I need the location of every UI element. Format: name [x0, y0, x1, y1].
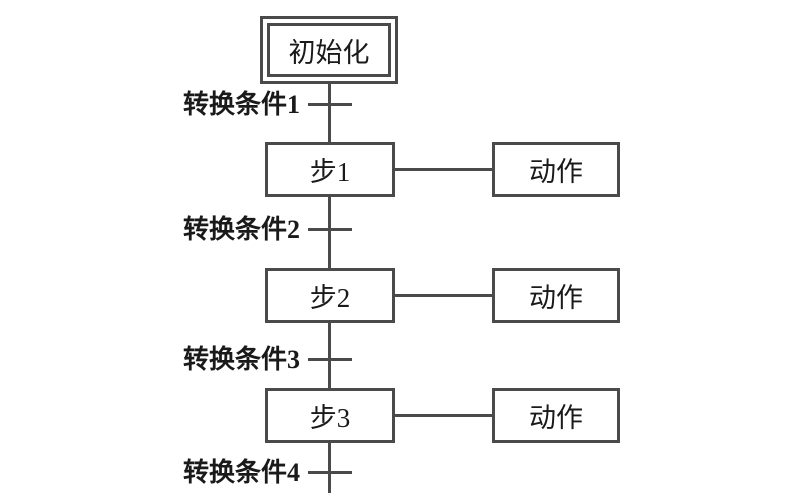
step-label: 步1 — [309, 157, 351, 187]
transition-tick-4 — [308, 471, 352, 474]
transition-label-2: 转换条件2 — [182, 215, 300, 244]
transition-tick-2 — [308, 228, 352, 231]
step-label: 步2 — [309, 283, 351, 313]
action-box-3: 动作 — [492, 388, 620, 443]
action-label: 动作 — [529, 157, 583, 187]
action-label: 动作 — [529, 403, 583, 433]
step-box-2: 步2 — [265, 268, 395, 323]
transition-label-3: 转换条件3 — [182, 345, 300, 374]
connector-line-2 — [395, 294, 492, 297]
init-step-box: 初始化 — [260, 16, 398, 84]
transition-tick-1 — [308, 103, 352, 106]
transition-label-4: 转换条件4 — [182, 458, 300, 487]
connector-line-3 — [395, 414, 492, 417]
action-box-2: 动作 — [492, 268, 620, 323]
step-label: 步3 — [309, 403, 351, 433]
step-box-1: 步1 — [265, 142, 395, 197]
action-box-1: 动作 — [492, 142, 620, 197]
transition-tick-3 — [308, 358, 352, 361]
step-box-3: 步3 — [265, 388, 395, 443]
transition-label-1: 转换条件1 — [182, 90, 300, 119]
init-step-label: 初始化 — [267, 23, 391, 77]
action-label: 动作 — [529, 283, 583, 313]
connector-line-1 — [395, 168, 492, 171]
